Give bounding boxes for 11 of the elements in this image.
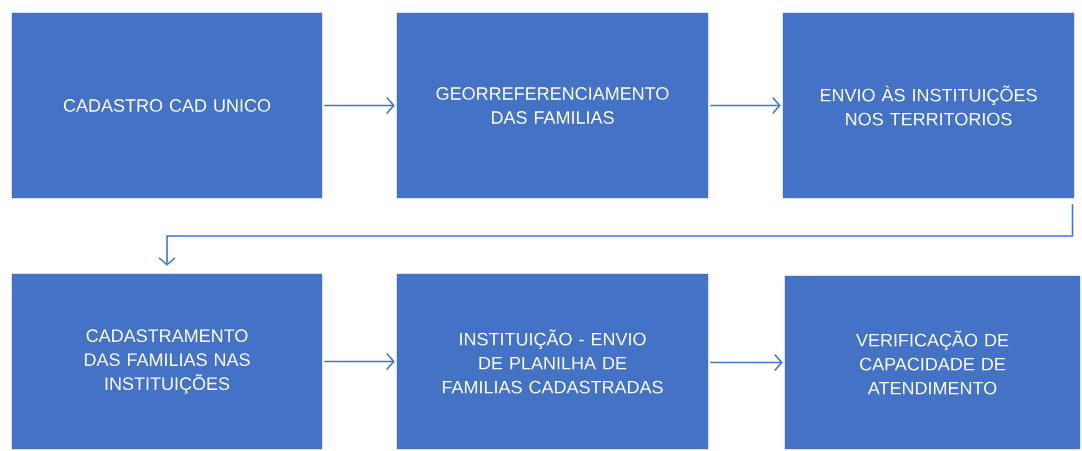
arrow	[323, 96, 395, 115]
process-box: INSTITUIÇÃO - ENVIO DE PLANILHA DE FAMILIAS CADASTRADAS	[396, 273, 709, 450]
arrow	[323, 352, 395, 371]
arrow	[709, 353, 783, 372]
process-box: GEORREFERENCIAMENTO DAS FAMILIAS	[396, 12, 709, 199]
process-box: CADASTRO CAD UNICO	[11, 12, 323, 199]
process-box: ENVIO ÀS INSTITUIÇÕES NOS TERRITORIOS	[782, 12, 1075, 199]
process-box: CADASTRAMENTO DAS FAMILIAS NAS INSTITUIÇÕES	[11, 273, 323, 450]
process-box: VERIFICAÇÃO DE CAPACIDADE DE ATENDIMENTO	[784, 275, 1081, 450]
arrow	[709, 96, 781, 115]
arrow	[158, 203, 1074, 266]
